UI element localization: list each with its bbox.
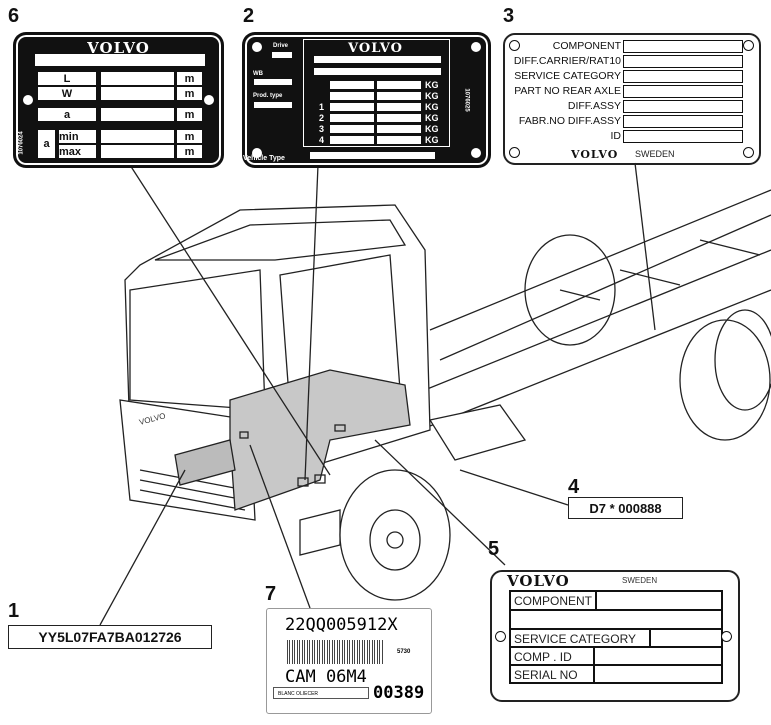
- plate-3-row: DIFF.ASSY: [515, 100, 743, 114]
- kg-unit: KG: [425, 135, 439, 145]
- kg-unit: KG: [425, 124, 439, 134]
- callout-6: 6: [8, 5, 20, 27]
- rear-wheel: [679, 319, 771, 441]
- label-min: min: [58, 129, 97, 144]
- kg-unit: KG: [425, 113, 439, 123]
- label-L: L: [37, 71, 97, 86]
- kg-unit: KG: [425, 80, 439, 90]
- plate-6-dimensions: VOLVO L m W m a m a min m max m 1076024: [14, 33, 223, 167]
- rivet-hole: [204, 95, 214, 105]
- plate-3-row: SERVICE CATEGORY: [514, 70, 743, 84]
- leader-6: [129, 164, 331, 476]
- kg-unit: KG: [425, 91, 439, 101]
- label-a: a: [37, 107, 97, 122]
- plate-3-row: DIFF.CARRIER/RAT10: [514, 55, 743, 69]
- plate-5-component: VOLVO SWEDEN COMPONENT SERVICE CATEGORY …: [490, 570, 740, 702]
- axle-number: 3: [319, 124, 325, 134]
- leader-2: [304, 164, 319, 481]
- plate-3-row: ID: [515, 130, 743, 144]
- axle-number: 4: [319, 135, 325, 145]
- leader-1: [99, 469, 186, 626]
- front-wheel: [339, 469, 451, 601]
- plate-3-row: COMPONENT: [515, 40, 743, 54]
- rivet-hole: [23, 95, 33, 105]
- engine-number-tag: D7 * 000888: [568, 497, 683, 519]
- callout-3: 3: [503, 5, 515, 27]
- label-max: max: [58, 144, 97, 159]
- axle-number: 2: [319, 113, 325, 123]
- axle-number: 1: [319, 102, 325, 112]
- chassis-rails: [399, 189, 771, 431]
- leader-4: [459, 469, 569, 506]
- callout-1: 1: [8, 600, 20, 622]
- label-7-barcode: 22QQ005912X 5730 CAM 06M4 BLANC OLIECER …: [266, 608, 432, 714]
- plate-6-brand: VOLVO: [87, 39, 150, 57]
- callout-5: 5: [488, 538, 500, 560]
- plate-3-row: FABR.NO DIFF.ASSY: [515, 115, 743, 129]
- plate-3-row: PART NO REAR AXLE: [514, 85, 743, 99]
- leader-3: [634, 162, 656, 331]
- rear-wheel: [524, 234, 616, 346]
- kg-unit: KG: [425, 102, 439, 112]
- callout-7: 7: [265, 583, 277, 605]
- vin-tag: YY5L07FA7BA012726: [8, 625, 212, 649]
- label-W: W: [37, 86, 97, 101]
- plate-6-field: [34, 53, 206, 67]
- callout-2: 2: [243, 5, 255, 27]
- barcode: [287, 640, 383, 664]
- leader-7: [249, 444, 311, 609]
- callout-4: 4: [568, 476, 580, 498]
- leader-5: [374, 439, 506, 566]
